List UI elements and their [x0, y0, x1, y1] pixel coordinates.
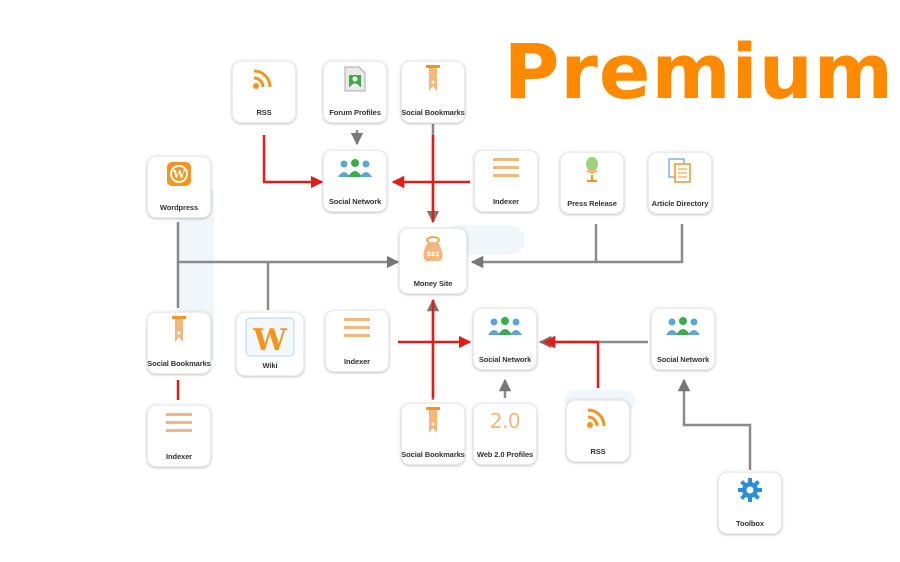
node-money-site[interactable]: $$$ Money Site	[399, 228, 467, 294]
bookmark-icon	[416, 407, 450, 435]
node-label: Web 2.0 Profiles	[476, 450, 534, 459]
people-icon	[488, 312, 522, 340]
node-label: Money Site	[413, 279, 453, 288]
link-article-directory-to-money	[596, 224, 684, 264]
node-label: Indexer	[493, 197, 519, 206]
wordpress-icon: W	[162, 160, 196, 188]
node-social-bookmarks-top[interactable]: Social Bookmarks	[401, 61, 465, 123]
documents-icon	[663, 156, 697, 184]
list-icon	[162, 409, 196, 437]
node-social-network-right[interactable]: Social Network	[651, 308, 715, 370]
link-rss-to-social	[262, 135, 324, 189]
node-label: Wiki	[262, 361, 278, 370]
link-rss-bottom-to-social	[542, 335, 600, 388]
link-toolbox-to-social	[677, 378, 752, 470]
money-bag-icon: $$$	[416, 235, 450, 263]
bookmark-icon	[416, 65, 450, 93]
forum-profile-icon	[338, 65, 372, 93]
node-label: Wordpress	[159, 203, 199, 212]
node-social-network-mid[interactable]: Social Network	[473, 308, 537, 370]
node-label: Social Network	[328, 197, 382, 206]
node-label: Social Bookmarks	[147, 359, 211, 368]
svg-text:W: W	[252, 323, 288, 357]
rss-icon	[247, 65, 281, 93]
web20-icon: 2.0	[488, 407, 522, 435]
premium-title: Premium	[503, 27, 894, 116]
node-social-bookmarks-bottom[interactable]: Social Bookmarks	[401, 403, 465, 465]
node-indexer-top[interactable]: Indexer	[474, 150, 538, 212]
node-label: Social Bookmarks	[401, 108, 465, 117]
link-press-release-to-money	[470, 224, 598, 269]
node-social-bookmarks-left[interactable]: Social Bookmarks	[147, 312, 211, 374]
people-icon	[666, 312, 700, 340]
svg-text:$$$: $$$	[427, 251, 440, 258]
people-icon	[338, 154, 372, 182]
node-wiki[interactable]: W Wiki	[236, 312, 304, 376]
node-label: Social Network	[656, 355, 710, 364]
node-indexer-bottom[interactable]: Indexer	[147, 405, 211, 467]
wiki-icon: W	[245, 317, 295, 357]
rss-icon	[581, 404, 615, 432]
list-icon	[340, 314, 374, 342]
svg-text:W: W	[172, 168, 186, 181]
list-icon	[489, 154, 523, 182]
bookmark-icon	[162, 316, 196, 344]
node-label: Indexer	[166, 452, 192, 461]
node-forum-profiles[interactable]: Forum Profiles	[323, 61, 387, 123]
node-label: Forum Profiles	[329, 108, 381, 117]
link-wordpress-to-money	[176, 222, 400, 269]
web20-badge: 2.0	[489, 409, 521, 433]
node-toolbox[interactable]: Toolbox	[718, 472, 782, 534]
node-label: RSS	[256, 108, 272, 117]
node-web20-profiles[interactable]: 2.0 Web 2.0 Profiles	[473, 403, 537, 465]
node-social-network-top[interactable]: Social Network	[323, 150, 387, 212]
node-label: Social Bookmarks	[401, 450, 465, 459]
node-label: Social Network	[478, 355, 532, 364]
node-press-release[interactable]: Press Release	[560, 152, 624, 214]
node-label: Article Directory	[651, 199, 709, 208]
microphone-icon	[575, 156, 609, 184]
node-article-directory[interactable]: Article Directory	[648, 152, 712, 214]
node-label: Indexer	[344, 357, 370, 366]
node-label: Toolbox	[736, 519, 764, 528]
node-wordpress[interactable]: W Wordpress	[147, 156, 211, 218]
node-label: Press Release	[567, 199, 617, 208]
node-label: RSS	[590, 447, 606, 456]
node-rss-top[interactable]: RSS	[232, 61, 296, 123]
gear-icon	[733, 476, 767, 504]
node-rss-bottom[interactable]: RSS	[566, 400, 630, 462]
node-indexer-mid[interactable]: Indexer	[325, 310, 389, 372]
